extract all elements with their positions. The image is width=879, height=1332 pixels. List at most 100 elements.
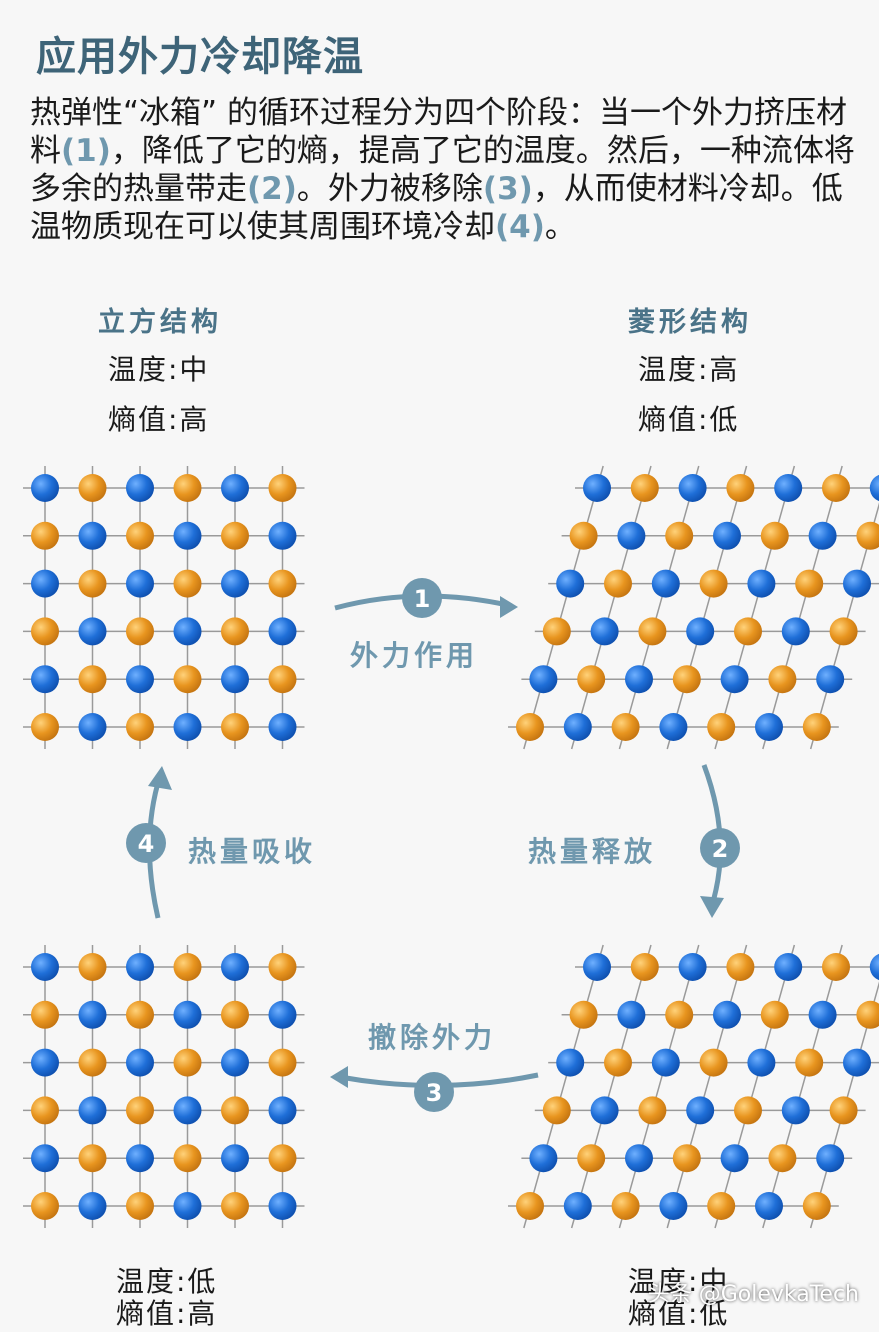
intro-text: 。外力被移除: [296, 171, 483, 207]
atom-blue: [31, 953, 59, 981]
step-3-label: 撤除外力: [368, 1021, 497, 1054]
step-4-badge: [126, 823, 166, 863]
atom-orange: [795, 569, 824, 598]
atom-orange: [672, 665, 701, 694]
atom-blue: [529, 1144, 558, 1173]
atom-orange: [173, 665, 202, 694]
atom-orange: [173, 1144, 202, 1173]
atom-blue: [583, 953, 611, 981]
step-2-number: 2: [712, 835, 729, 863]
atom-orange: [707, 713, 736, 741]
atom-orange: [699, 1048, 728, 1077]
atom-blue: [126, 1144, 154, 1173]
atom-orange: [221, 617, 249, 646]
atom-blue: [268, 1096, 297, 1125]
atom-blue: [651, 1048, 680, 1077]
step-3-badge: [414, 1072, 454, 1112]
lattice-line: [714, 465, 796, 750]
atom-blue: [659, 1192, 688, 1220]
atom-blue: [843, 569, 871, 598]
atom-blue: [221, 569, 249, 598]
atom-orange: [760, 521, 789, 550]
intro-text: 。: [544, 209, 576, 245]
arrow-3-head: [330, 1066, 348, 1088]
atom-orange: [173, 1048, 202, 1077]
atom-orange: [268, 569, 297, 598]
lattice-line: [523, 465, 604, 750]
atom-orange: [221, 713, 249, 741]
page-title: 应用外力冷却降温: [36, 34, 364, 80]
atom-blue: [774, 474, 803, 502]
atom-orange: [611, 1192, 640, 1220]
step-4-label: 热量吸收: [188, 835, 317, 868]
atom-orange: [221, 521, 249, 550]
atom-blue: [268, 1000, 297, 1029]
atom-orange: [768, 665, 797, 694]
atom-blue: [713, 1000, 741, 1029]
atom-blue: [808, 521, 837, 550]
step-1-number: 1: [414, 585, 431, 613]
atom-blue: [221, 953, 249, 981]
atom-blue: [869, 953, 879, 981]
atom-blue: [678, 953, 707, 981]
atom-orange: [822, 953, 850, 981]
atom-blue: [268, 617, 297, 646]
atom-blue: [720, 1144, 749, 1173]
atom-blue: [78, 1096, 107, 1125]
atom-orange: [577, 1144, 606, 1173]
atom-blue: [843, 1048, 871, 1077]
atom-blue: [678, 474, 707, 502]
atom-orange: [760, 1000, 789, 1029]
atom-blue: [126, 474, 154, 502]
atom-orange: [734, 617, 762, 646]
atom-orange: [734, 1096, 762, 1125]
atom-blue: [563, 713, 592, 741]
atom-orange: [268, 1144, 297, 1173]
atom-orange: [795, 1048, 824, 1077]
lattice-line: [809, 981, 879, 1229]
atom-orange: [577, 665, 606, 694]
atom-blue: [617, 521, 646, 550]
atom-orange: [726, 474, 755, 502]
lattice-top-left: [23, 466, 305, 749]
step-2-badge: [700, 828, 740, 868]
atom-blue: [563, 1192, 592, 1220]
cubic-structure-label: 立方结构: [98, 307, 222, 338]
atom-orange: [829, 1096, 858, 1125]
atom-blue: [173, 1192, 202, 1220]
atom-blue: [221, 665, 249, 694]
atom-blue: [556, 1048, 585, 1077]
lattice-line: [618, 465, 700, 750]
atom-orange: [630, 953, 659, 981]
atom-blue: [173, 617, 202, 646]
atom-orange: [31, 617, 59, 646]
step-ref-2: (2): [247, 171, 297, 207]
atom-blue: [869, 474, 879, 502]
atom-blue: [126, 665, 154, 694]
step-ref-3: (3): [482, 171, 533, 207]
bottom-right-temperature: 温度:中: [628, 1265, 730, 1298]
atom-blue: [816, 1144, 845, 1173]
atom-blue: [31, 474, 59, 502]
atom-orange: [569, 1000, 598, 1029]
lattice-line: [666, 465, 748, 750]
atom-orange: [516, 713, 544, 741]
lattice-line: [570, 944, 652, 1229]
atom-orange: [542, 1096, 571, 1125]
atom-orange: [78, 665, 107, 694]
atom-blue: [221, 474, 249, 502]
atom-blue: [31, 665, 59, 694]
atom-orange: [611, 713, 640, 741]
atom-blue: [659, 713, 688, 741]
atom-orange: [665, 1000, 694, 1029]
atom-blue: [78, 521, 107, 550]
lattice-line: [666, 944, 748, 1229]
atom-orange: [268, 474, 297, 502]
atom-orange: [78, 569, 107, 598]
atom-orange: [78, 474, 107, 502]
bottom-right-entropy: 熵值:低: [628, 1297, 730, 1330]
atom-blue: [173, 521, 202, 550]
atom-blue: [31, 1144, 59, 1173]
atom-blue: [808, 1000, 837, 1029]
